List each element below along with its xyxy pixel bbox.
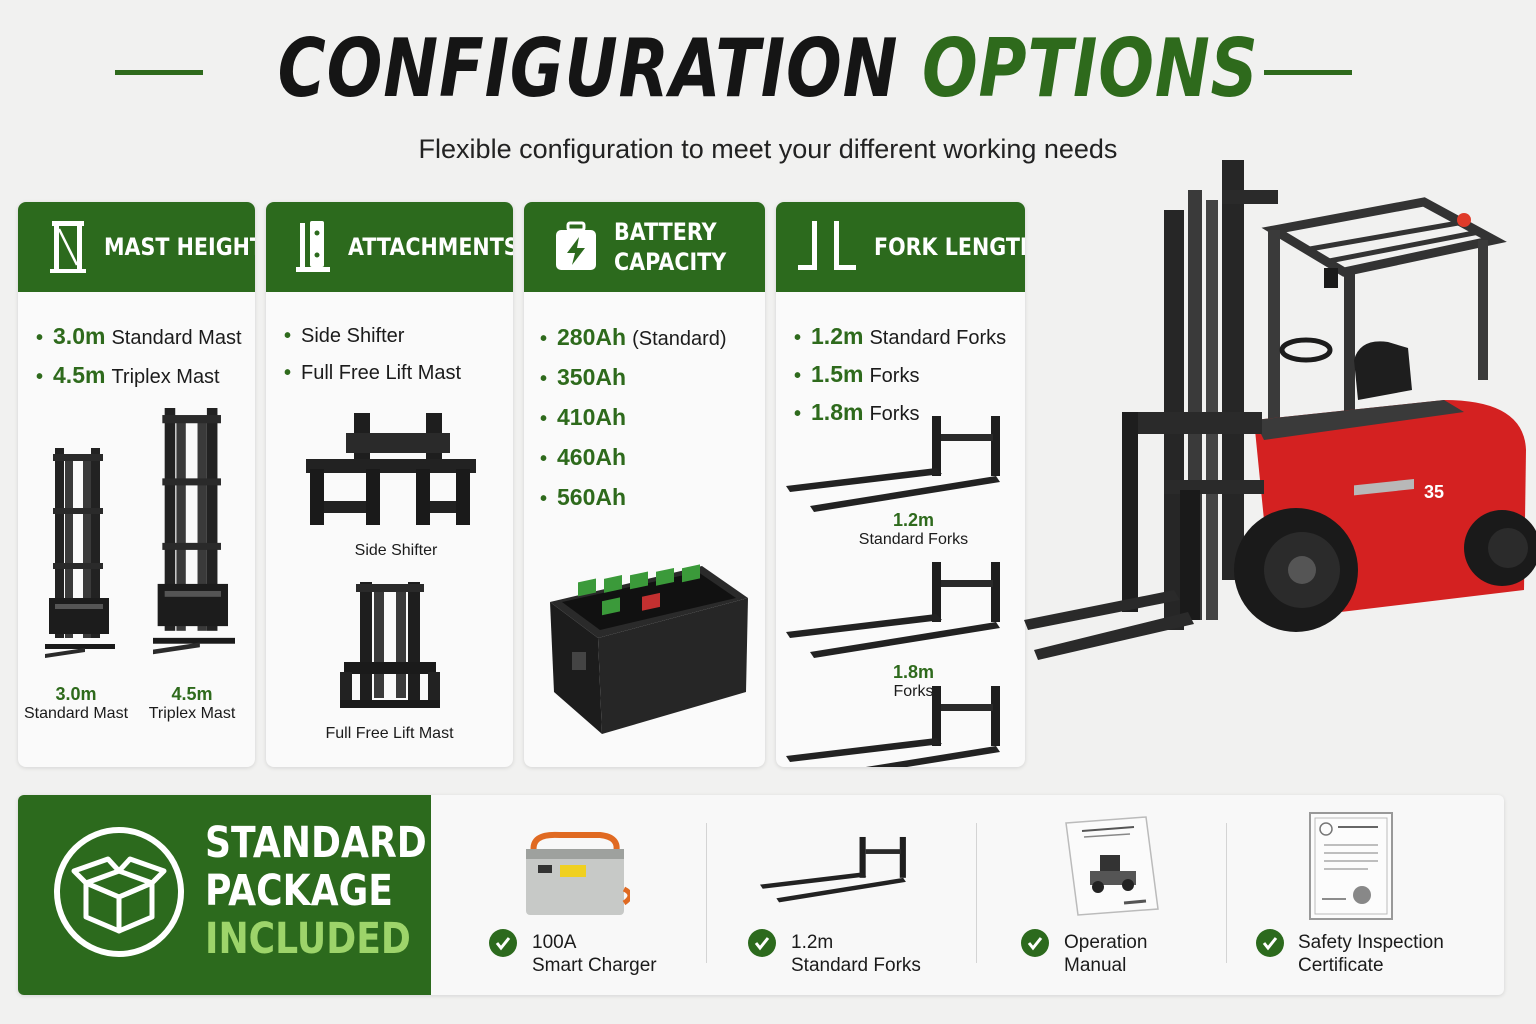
- battery-capacity-list: •280Ah(Standard) •350Ah •410Ah •460Ah •5…: [524, 292, 765, 518]
- list-item: •560Ah: [540, 484, 627, 510]
- attachments-list: •Side Shifter •Full Free Lift Mast: [266, 292, 513, 392]
- forks-1-8m-image: [786, 686, 1006, 767]
- page-subtitle: Flexible configuration to meet your diff…: [418, 134, 1118, 164]
- list-item: •350Ah: [540, 364, 627, 390]
- attachments-heading: ATTACHMENTS: [348, 233, 513, 261]
- attachments-card: ATTACHMENTS •Side Shifter •Full Free Lif…: [266, 202, 513, 767]
- manual-icon: [1065, 816, 1159, 916]
- page-title: CONFIGURATION OPTIONS: [278, 14, 1259, 124]
- certificate-icon: [1309, 812, 1393, 920]
- title-rule-right: [1264, 70, 1352, 75]
- battery-image: [550, 564, 748, 734]
- page-title-part2: OPTIONS: [921, 22, 1259, 115]
- title-block: CONFIGURATION OPTIONS: [0, 14, 1536, 124]
- list-item: •460Ah: [540, 444, 627, 470]
- divider: [706, 823, 707, 963]
- standard-package-heading-block: STANDARD PACKAGE INCLUDED: [18, 795, 431, 995]
- battery-icon: [556, 221, 596, 270]
- divider: [1226, 823, 1227, 963]
- standard-package-title: STANDARD PACKAGE INCLUDED: [205, 818, 427, 964]
- triplex-mast-image: [152, 408, 236, 666]
- check-icon: [748, 929, 776, 957]
- full-free-lift-mast-image: [340, 582, 440, 708]
- title-rule-left: [115, 70, 203, 75]
- list-item: •Side Shifter: [284, 325, 405, 347]
- forks-1-5m-image: [786, 562, 1006, 662]
- charger-icon: [526, 831, 630, 915]
- attachment-icon: [296, 221, 330, 272]
- attachments-header: ATTACHMENTS: [266, 202, 513, 292]
- list-item: •Full Free Lift Mast: [284, 362, 462, 384]
- side-shifter-caption: Side Shifter: [354, 542, 438, 559]
- list-item: •280Ah(Standard): [540, 324, 727, 350]
- fork-length-header: FORK LENGTH: [776, 202, 1025, 292]
- mast-height-header: MAST HEIGHT: [18, 202, 255, 292]
- forklift-image: 35: [1024, 160, 1536, 660]
- model-number: 35: [1424, 482, 1444, 502]
- full-free-lift-mast-caption: Full Free Lift Mast: [325, 725, 454, 742]
- list-item: •410Ah: [540, 404, 627, 430]
- standard-mast-image: [40, 448, 120, 668]
- forks-icon: [760, 821, 910, 921]
- check-icon: [1256, 929, 1284, 957]
- mast-icon: [50, 221, 86, 273]
- divider: [976, 823, 977, 963]
- side-shifter-image: [306, 413, 476, 525]
- mast-height-heading: MAST HEIGHT: [104, 233, 255, 261]
- check-icon: [489, 929, 517, 957]
- fork-icon: [798, 221, 856, 270]
- standard-forks-image: [786, 416, 1006, 516]
- open-box-icon: [54, 827, 184, 957]
- check-icon: [1021, 929, 1049, 957]
- fork-length-heading: FORK LENGTH: [874, 233, 1025, 261]
- page-title-part1: CONFIGURATION: [277, 22, 899, 115]
